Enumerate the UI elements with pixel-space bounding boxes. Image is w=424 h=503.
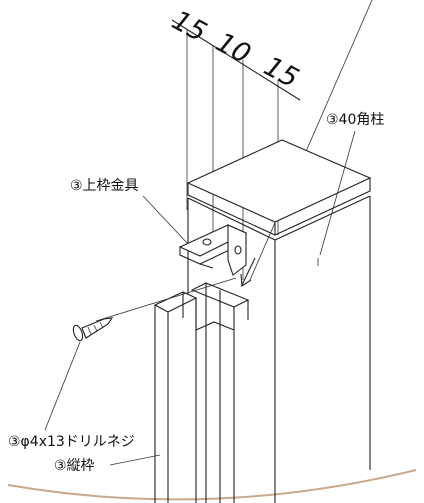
insert-arrow [240, 257, 256, 287]
dimension-15-right: 15 [259, 51, 304, 95]
background-arc [7, 469, 417, 501]
top-leader-line [249, 0, 373, 281]
post-label: ③40角柱 [326, 112, 384, 128]
bracket-leader [142, 195, 189, 245]
screw-leader [44, 341, 81, 431]
post-leader [319, 130, 356, 256]
dimension-10: 10 [211, 27, 256, 71]
bracket-label: ③上枠金具 [70, 178, 139, 194]
dimension-15-left: 15 [167, 5, 212, 49]
dimension-line [171, 19, 301, 101]
square-post [186, 139, 372, 503]
screw-label: ③φ4x13ドリルネジ [8, 434, 135, 450]
vertical-frame-leader [109, 454, 161, 466]
vertical-frame-label: ③縦枠 [54, 458, 95, 474]
drill-screw-icon [72, 317, 114, 342]
vertical-frame [153, 282, 250, 503]
upper-frame-bracket [178, 224, 248, 276]
screw-guide-line [95, 277, 237, 322]
